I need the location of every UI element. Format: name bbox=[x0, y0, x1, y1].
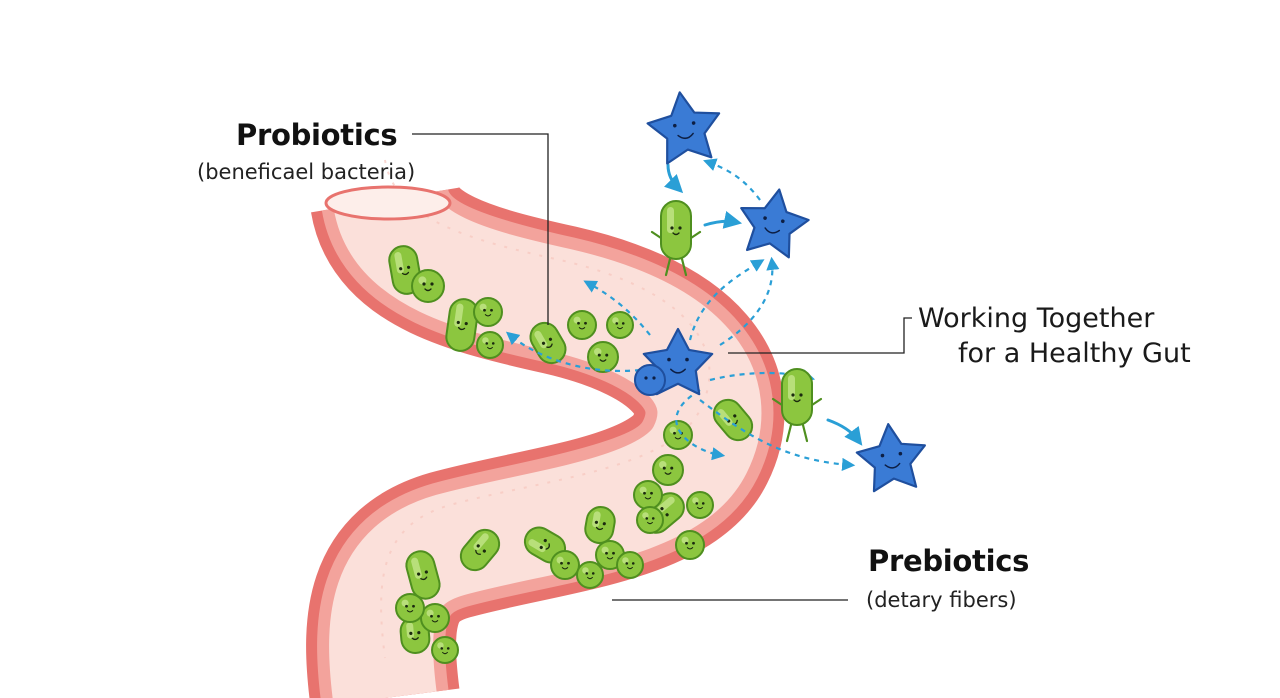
green-bacteria-icon bbox=[388, 245, 422, 295]
green-bacteria-icon bbox=[652, 454, 684, 486]
green-bacteria-icon bbox=[633, 480, 663, 510]
solid-arrows bbox=[663, 163, 863, 446]
green-bacteria-icon bbox=[395, 593, 425, 623]
green-bacteria-icon bbox=[606, 311, 634, 339]
intestine bbox=[306, 159, 785, 698]
blue-star-fiber-icon bbox=[855, 423, 926, 493]
blue-star-fiber-icon bbox=[646, 91, 721, 165]
probiotics-leader bbox=[412, 133, 549, 325]
prebiotics-subtitle: (detary fibers) bbox=[866, 588, 1017, 612]
fiber-group bbox=[634, 91, 926, 493]
green-bacteria-icon bbox=[587, 341, 619, 373]
arrow-path bbox=[505, 331, 641, 372]
arrow-path bbox=[688, 259, 765, 341]
arrow-solid bbox=[663, 163, 684, 194]
working-together-line2: for a Healthy Gut bbox=[958, 338, 1191, 369]
probiotics-subtitle: (beneficael bacteria) bbox=[197, 160, 416, 184]
arrow-path bbox=[719, 256, 780, 346]
green-bacteria-icon bbox=[411, 269, 445, 303]
intestine-opening bbox=[324, 185, 452, 221]
leader-lines bbox=[412, 133, 912, 601]
arrow-path bbox=[583, 280, 651, 336]
green-bacteria-icon bbox=[431, 636, 459, 664]
green-bacteria-icon bbox=[459, 528, 501, 572]
green-bacteria-icon bbox=[576, 561, 604, 589]
prebiotics-title: Prebiotics bbox=[868, 544, 1030, 578]
green-bacteria-icon bbox=[473, 297, 503, 327]
green-bacteria-icon bbox=[550, 550, 580, 580]
working-together-line1: Working Together bbox=[918, 303, 1155, 334]
blue-star-fiber-icon bbox=[634, 364, 666, 396]
green-bacteria-icon bbox=[420, 603, 450, 633]
arrow-solid bbox=[703, 211, 743, 229]
green-bacteria-icon bbox=[636, 506, 664, 534]
green-bacteria-icon bbox=[567, 310, 597, 340]
arrow-path bbox=[675, 389, 726, 461]
green-bacteria-icon bbox=[584, 506, 616, 544]
green-bacteria-icon bbox=[650, 200, 702, 277]
green-bacteria-icon bbox=[445, 298, 479, 352]
interaction-arrows bbox=[505, 158, 856, 472]
green-bacteria-icon bbox=[476, 331, 504, 359]
working-leader bbox=[728, 317, 912, 354]
probiotics-title: Probiotics bbox=[236, 118, 398, 152]
arrow-solid bbox=[826, 418, 863, 446]
bacteria-group bbox=[388, 245, 754, 664]
blue-star-fiber-icon bbox=[740, 188, 810, 259]
green-bacteria-icon bbox=[686, 491, 714, 519]
arrow-path bbox=[703, 158, 761, 201]
green-bacteria-icon bbox=[616, 551, 644, 579]
green-bacteria-icon bbox=[675, 530, 705, 560]
green-bacteria-icon bbox=[405, 550, 441, 600]
arrow-path bbox=[699, 399, 856, 472]
green-bacteria-icon bbox=[771, 368, 823, 443]
green-bacteria-icon bbox=[663, 420, 693, 450]
